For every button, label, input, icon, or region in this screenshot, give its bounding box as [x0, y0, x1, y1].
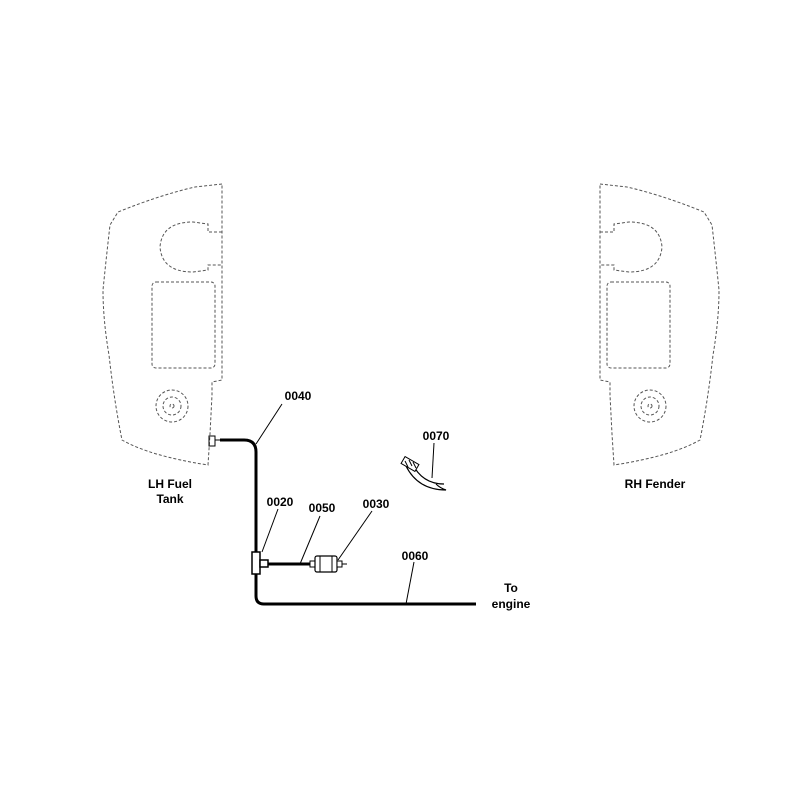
- callout-0050: 0050: [309, 501, 336, 515]
- rh-fender-outline: [599, 183, 720, 466]
- callout-0040: 0040: [285, 389, 312, 403]
- label-lh-fuel-tank-line2: Tank: [156, 492, 183, 506]
- label-to-engine-line2: engine: [492, 597, 531, 611]
- tank-outlet-fitting: [208, 435, 220, 447]
- label-lh-fuel-tank-line1: LH Fuel: [148, 477, 192, 491]
- callout-0070: 0070: [423, 429, 450, 443]
- callout-0060: 0060: [402, 549, 429, 563]
- callout-0030: 0030: [363, 497, 390, 511]
- fuel-filter-0030: [309, 555, 347, 573]
- clamp-0070: [400, 455, 447, 491]
- tee-fitting-0020: [251, 551, 269, 575]
- callout-0020: 0020: [267, 495, 294, 509]
- lh-fuel-tank-outline: [102, 183, 223, 466]
- label-rh-fender: RH Fender: [625, 477, 686, 491]
- leader-lines: [255, 403, 435, 605]
- fuel-line-0060: [254, 574, 476, 606]
- fuel-line-0040: [220, 438, 258, 552]
- label-to-engine-line1: To: [504, 581, 518, 595]
